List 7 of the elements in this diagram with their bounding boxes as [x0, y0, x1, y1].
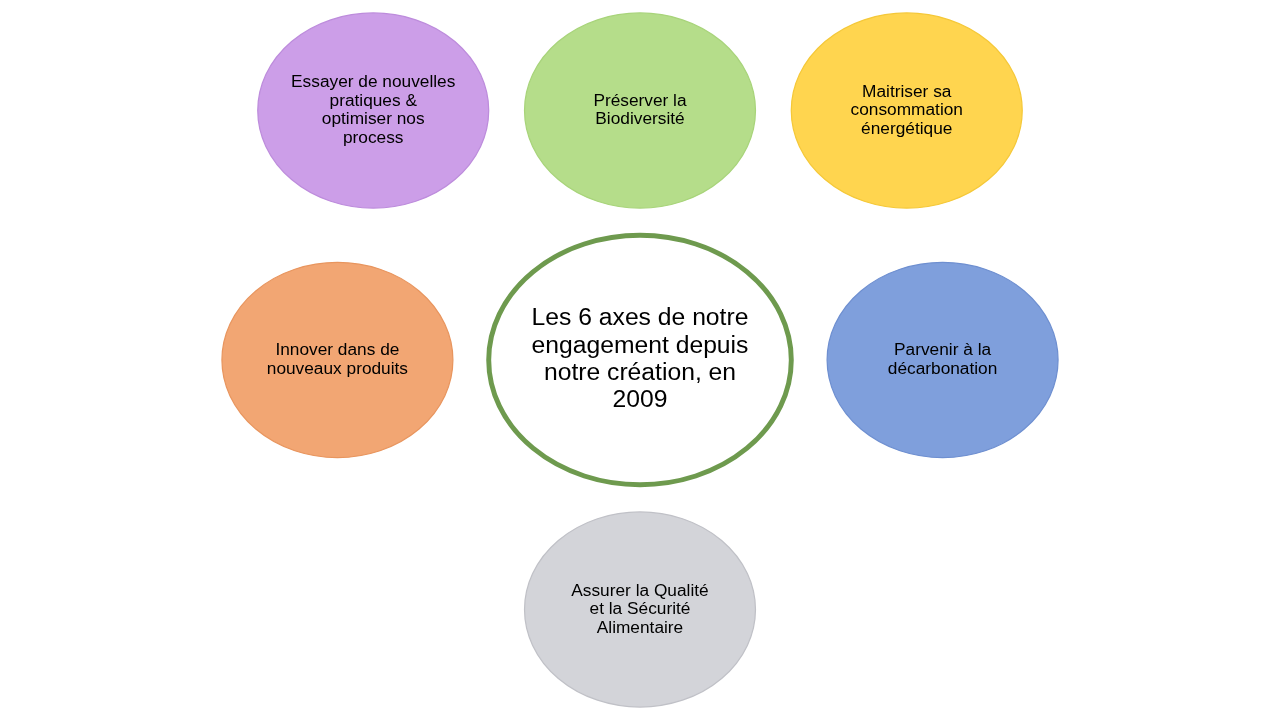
node-ellipse: Maitriser sa consommation énergétique	[790, 12, 1023, 209]
node-ellipse: Préserver la Biodiversité	[523, 12, 757, 209]
node-ellipse: Essayer de nouvelles pratiques & optimiser nos process	[257, 12, 490, 209]
node-ellipse: Innover dans de nouveaux produits	[221, 261, 454, 459]
node-ellipse: Les 6 axes de notre engagement depuis notre création, en 2009	[486, 232, 794, 488]
node-ellipse: Parvenir à la décarbonation	[826, 261, 1059, 459]
node-ellipse: Assurer la Qualité et la Sécurité Alimentaire	[523, 511, 757, 708]
